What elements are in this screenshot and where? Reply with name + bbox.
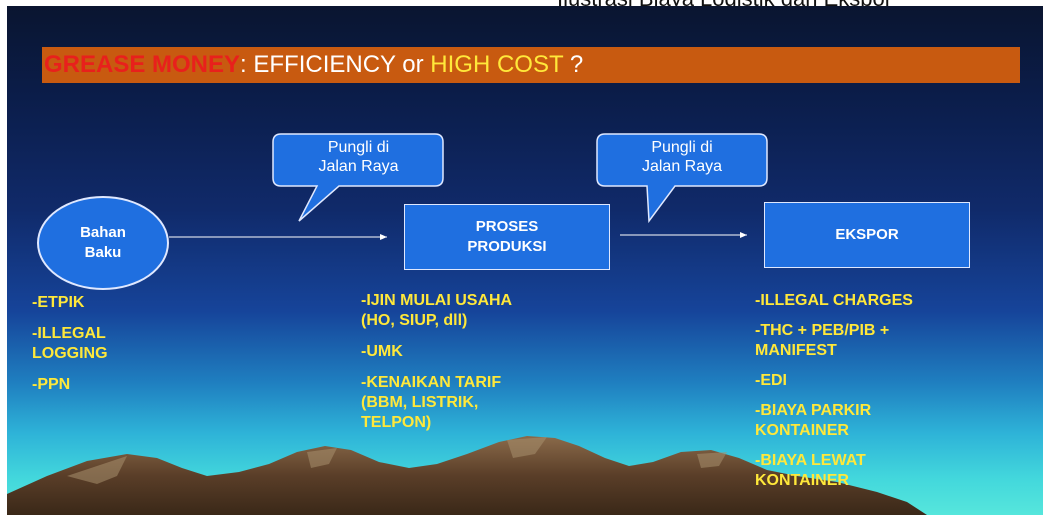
node-ekspor-label: EKSPOR (835, 226, 899, 243)
title-bar: GREASE MONEY: EFFICIENCY or HIGH COST ? (42, 47, 1020, 83)
mountain-silhouette (7, 436, 927, 515)
list-item-proses-produksi: -UMK (361, 343, 403, 360)
title-part-question: ? (563, 51, 584, 78)
list-proses-produksi: -IJIN MULAI USAHA(HO, SIUP, dll) -UMK -KEN… (361, 291, 651, 444)
list-item-proses-produksi: -IJIN MULAI USAHA(HO, SIUP, dll) (361, 292, 513, 329)
title-part-high-cost: HIGH COST (430, 51, 564, 78)
list-item-bahan-baku: -ETPIK (32, 294, 85, 311)
list-item-ekspor: -EDI (755, 372, 787, 389)
callout-2-bubble (596, 133, 768, 224)
list-item-ekspor: -ILLEGAL CHARGES (755, 292, 913, 309)
callout-1-bubble (272, 133, 444, 222)
node-ekspor: EKSPOR (764, 202, 970, 268)
list-item-bahan-baku: -PPN (32, 376, 71, 393)
top-text-fragment: Ilustrasi Biaya Logistik dan Ekspor (0, 0, 1050, 8)
top-text: Ilustrasi Biaya Logistik dan Ekspor (557, 0, 892, 8)
title-part-efficiency: : EFFICIENCY or (240, 51, 431, 78)
title-part-grease-money: GREASE MONEY (44, 51, 241, 78)
list-item-proses-produksi: -KENAIKAN TARIF(BBM, LISTRIK,TELPON) (361, 374, 502, 431)
list-ekspor: -ILLEGAL CHARGES -THC + PEB/PIB +MANIFEST… (755, 291, 1043, 501)
diagram-connectors (169, 133, 768, 240)
list-item-ekspor: -THC + PEB/PIB +MANIFEST (755, 322, 890, 359)
mountain-range-illustration (7, 436, 927, 515)
slide: GREASE MONEY: EFFICIENCY or HIGH COST ? … (7, 6, 1043, 515)
